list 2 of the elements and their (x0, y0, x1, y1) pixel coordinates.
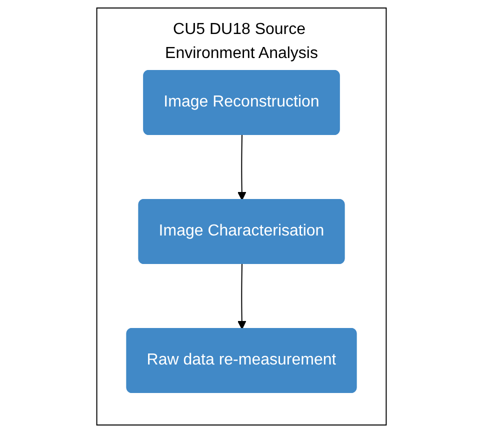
arrow (237, 134, 246, 200)
arrow (237, 264, 246, 330)
